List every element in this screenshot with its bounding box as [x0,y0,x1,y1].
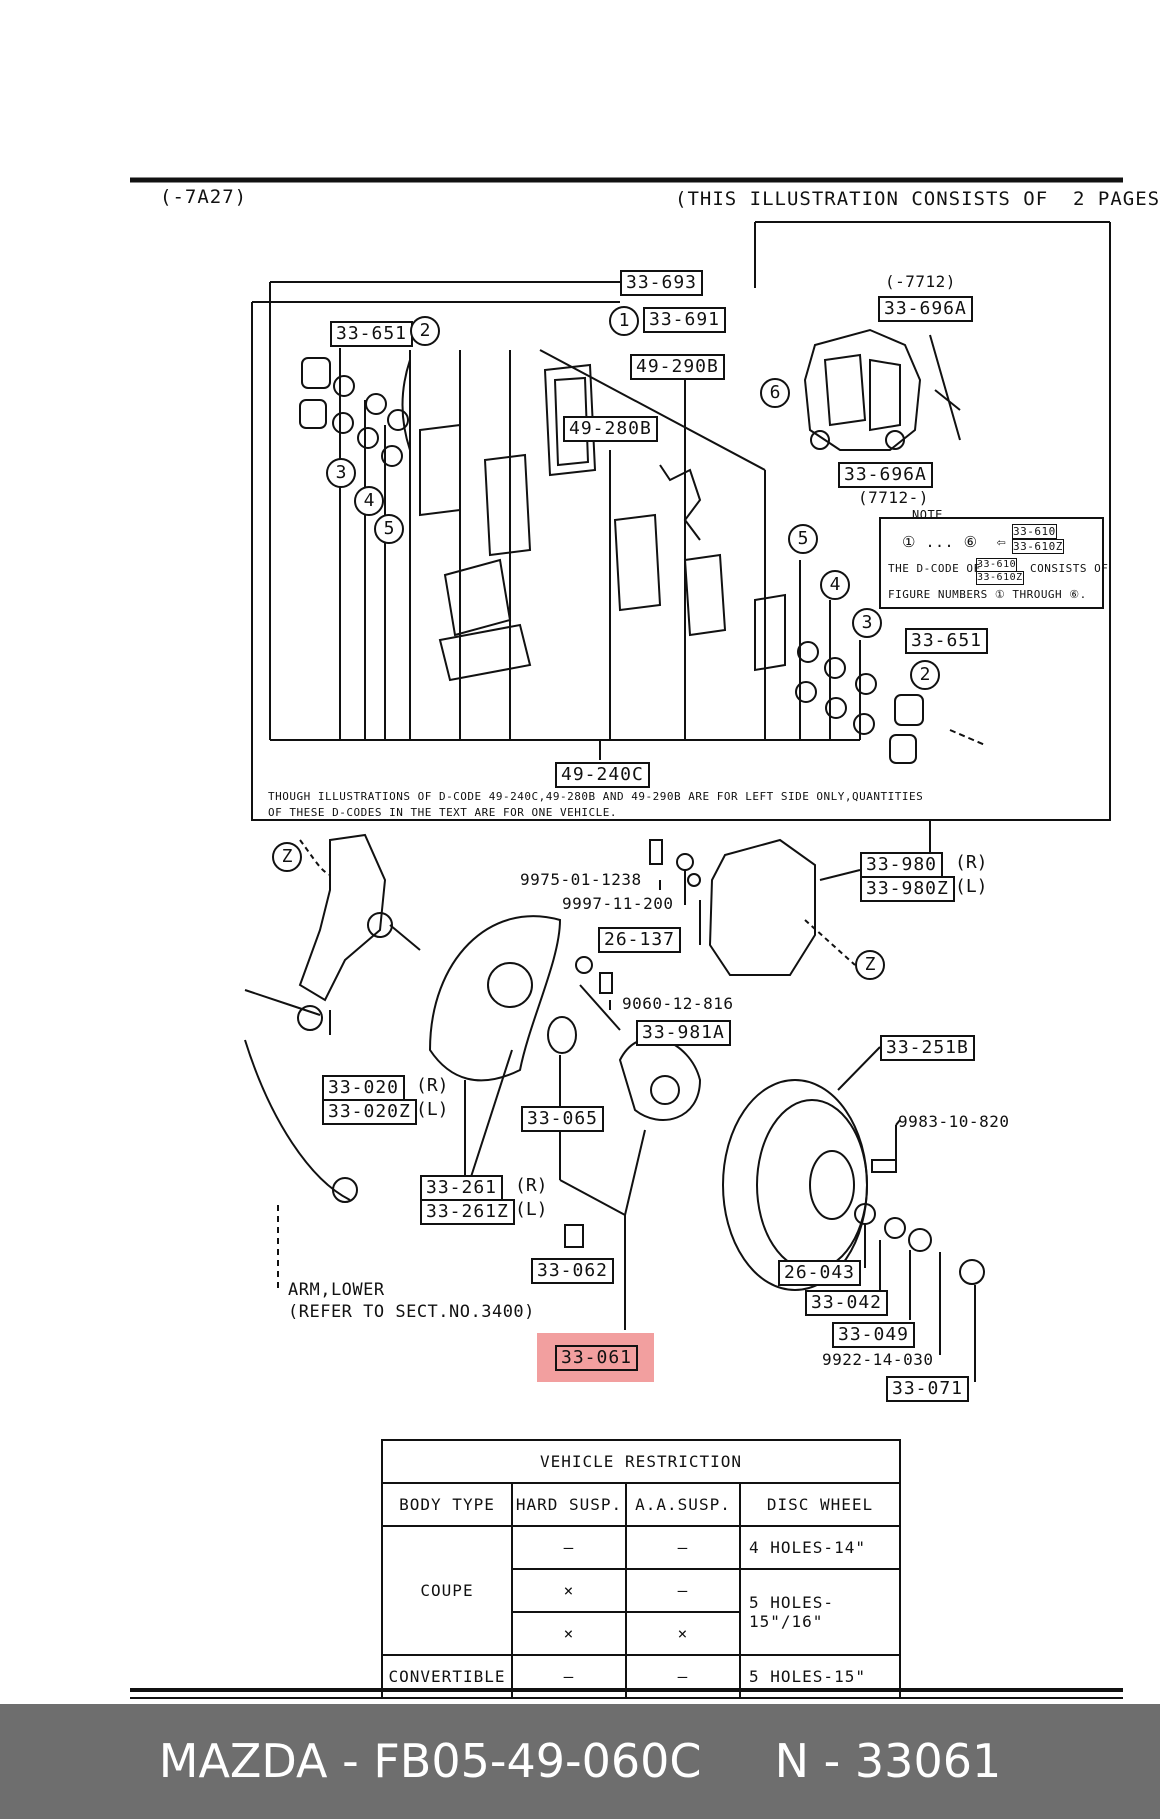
note-code-c: 33-610 [976,558,1018,572]
body-convertible: CONVERTIBLE [381,1654,513,1699]
table-cell: – [625,1568,741,1613]
parts-diagram [130,177,1123,1699]
callout-26-043[interactable]: 26-043 [778,1260,862,1286]
left-side-label-2: (L) [416,1099,449,1120]
part-9060-12-816[interactable]: 9060-12-816 [622,994,734,1013]
callout-49-280b[interactable]: 49-280B [563,416,658,442]
right-side-label-3: (R) [515,1175,548,1196]
header-aa-susp: A.A.SUSP. [625,1482,741,1527]
figure-number-2-right: 2 [910,660,940,690]
arm-lower-reference: (REFER TO SECT.NO.3400) [288,1302,535,1322]
note-code-a: 33-610 [1012,524,1057,539]
note-consists-text: CONSISTS OF [1030,562,1109,575]
right-side-label-1: (R) [955,852,988,873]
callout-33-980[interactable]: 33-980 [860,852,944,878]
part-9997-11-200[interactable]: 9997-11-200 [562,894,674,913]
left-side-label-1: (L) [955,876,988,897]
table-cell: × [511,1568,627,1613]
callout-26-137[interactable]: 26-137 [598,927,682,953]
table-title: VEHICLE RESTRICTION [381,1439,901,1484]
table-cell: – [511,1525,627,1570]
table-cell: × [625,1611,741,1656]
footer-part-number: MAZDA - FB05-49-060C N - 33061 [158,1734,1002,1788]
pages-note: (THIS ILLUSTRATION CONSISTS OF 2 PAGES) [675,188,1160,210]
figure-number-4: 4 [354,486,384,516]
note-dcode-text: THE D-CODE OF [888,562,981,575]
diagram-code: (-7A27) [160,186,248,208]
label-7712-minus: (7712-) [858,488,929,507]
left-side-label-3: (L) [515,1199,548,1220]
figure-letter-z-left: Z [272,842,302,872]
figure-number-5-right: 5 [788,524,818,554]
note-code-d: 33-610Z [976,571,1024,585]
callout-33-042[interactable]: 33-042 [805,1290,889,1316]
callout-33-980z[interactable]: 33-980Z [860,876,955,902]
part-9975-01-1238[interactable]: 9975-01-1238 [520,870,642,889]
callout-33-693[interactable]: 33-693 [620,270,704,296]
figure-number-5: 5 [374,514,404,544]
footer-bar: MAZDA - FB05-49-060C N - 33061 [0,1704,1160,1819]
table-cell: – [511,1654,627,1699]
callout-33-981a[interactable]: 33-981A [636,1020,731,1046]
callout-33-261[interactable]: 33-261 [420,1175,504,1201]
arm-lower-label: ARM,LOWER [288,1280,385,1300]
note-figure-numbers: FIGURE NUMBERS ① THROUGH ⑥. [888,588,1087,601]
wheel-5-holes-15-16: 5 HOLES-15"/16" [739,1568,901,1656]
table-cell: – [625,1654,741,1699]
body-coupe: COUPE [381,1525,513,1656]
callout-33-696a-top[interactable]: 33-696A [878,296,973,322]
note-title: NOTE [912,508,943,522]
note-code-b: 33-610Z [1012,539,1064,554]
figure-letter-z-right: Z [855,950,885,980]
callout-33-049[interactable]: 33-049 [832,1322,916,1348]
callout-33-691[interactable]: 33-691 [643,307,727,333]
callout-33-071[interactable]: 33-071 [886,1376,970,1402]
header-hard-susp: HARD SUSP. [511,1482,627,1527]
vehicle-restriction-table: VEHICLE RESTRICTION BODY TYPE HARD SUSP.… [381,1439,901,1699]
wheel-4-holes: 4 HOLES-14" [739,1525,901,1570]
footnote-line-2: OF THESE D-CODES IN THE TEXT ARE FOR ONE… [268,806,618,819]
callout-33-061[interactable]: 33-061 [555,1345,639,1371]
footnote-line-1: THOUGH ILLUSTRATIONS OF D-CODE 49-240C,4… [268,790,924,803]
callout-49-240c[interactable]: 49-240C [555,762,650,788]
label-minus-7712: (-7712) [885,272,956,291]
callout-33-261z[interactable]: 33-261Z [420,1199,515,1225]
right-side-label-2: (R) [416,1075,449,1096]
highlighted-part-33-061[interactable]: 33-061 [537,1333,654,1382]
figure-number-3-right: 3 [852,608,882,638]
header-disc-wheel: DISC WHEEL [739,1482,901,1527]
callout-33-020[interactable]: 33-020 [322,1075,406,1101]
figure-number-1: 1 [609,306,639,336]
wheel-5-holes-15: 5 HOLES-15" [739,1654,901,1699]
note-figure-range: ① ... ⑥ ⇦ [902,533,1007,551]
table-cell: × [511,1611,627,1656]
callout-33-651-a[interactable]: 33-651 [330,321,414,347]
callout-33-251b[interactable]: 33-251B [880,1035,975,1061]
callout-33-696a-bottom[interactable]: 33-696A [838,462,933,488]
table-cell: – [625,1525,741,1570]
figure-number-3: 3 [326,458,356,488]
callout-33-020z[interactable]: 33-020Z [322,1099,417,1125]
part-9983-10-820[interactable]: 9983-10-820 [898,1112,1010,1131]
callout-49-290b[interactable]: 49-290B [630,354,725,380]
callout-33-062[interactable]: 33-062 [531,1258,615,1284]
callout-33-065[interactable]: 33-065 [521,1106,605,1132]
figure-number-2: 2 [410,316,440,346]
figure-number-4-right: 4 [820,570,850,600]
callout-33-651-b[interactable]: 33-651 [905,628,989,654]
part-9922-14-030[interactable]: 9922-14-030 [822,1350,934,1369]
figure-number-6: 6 [760,378,790,408]
header-body-type: BODY TYPE [381,1482,513,1527]
